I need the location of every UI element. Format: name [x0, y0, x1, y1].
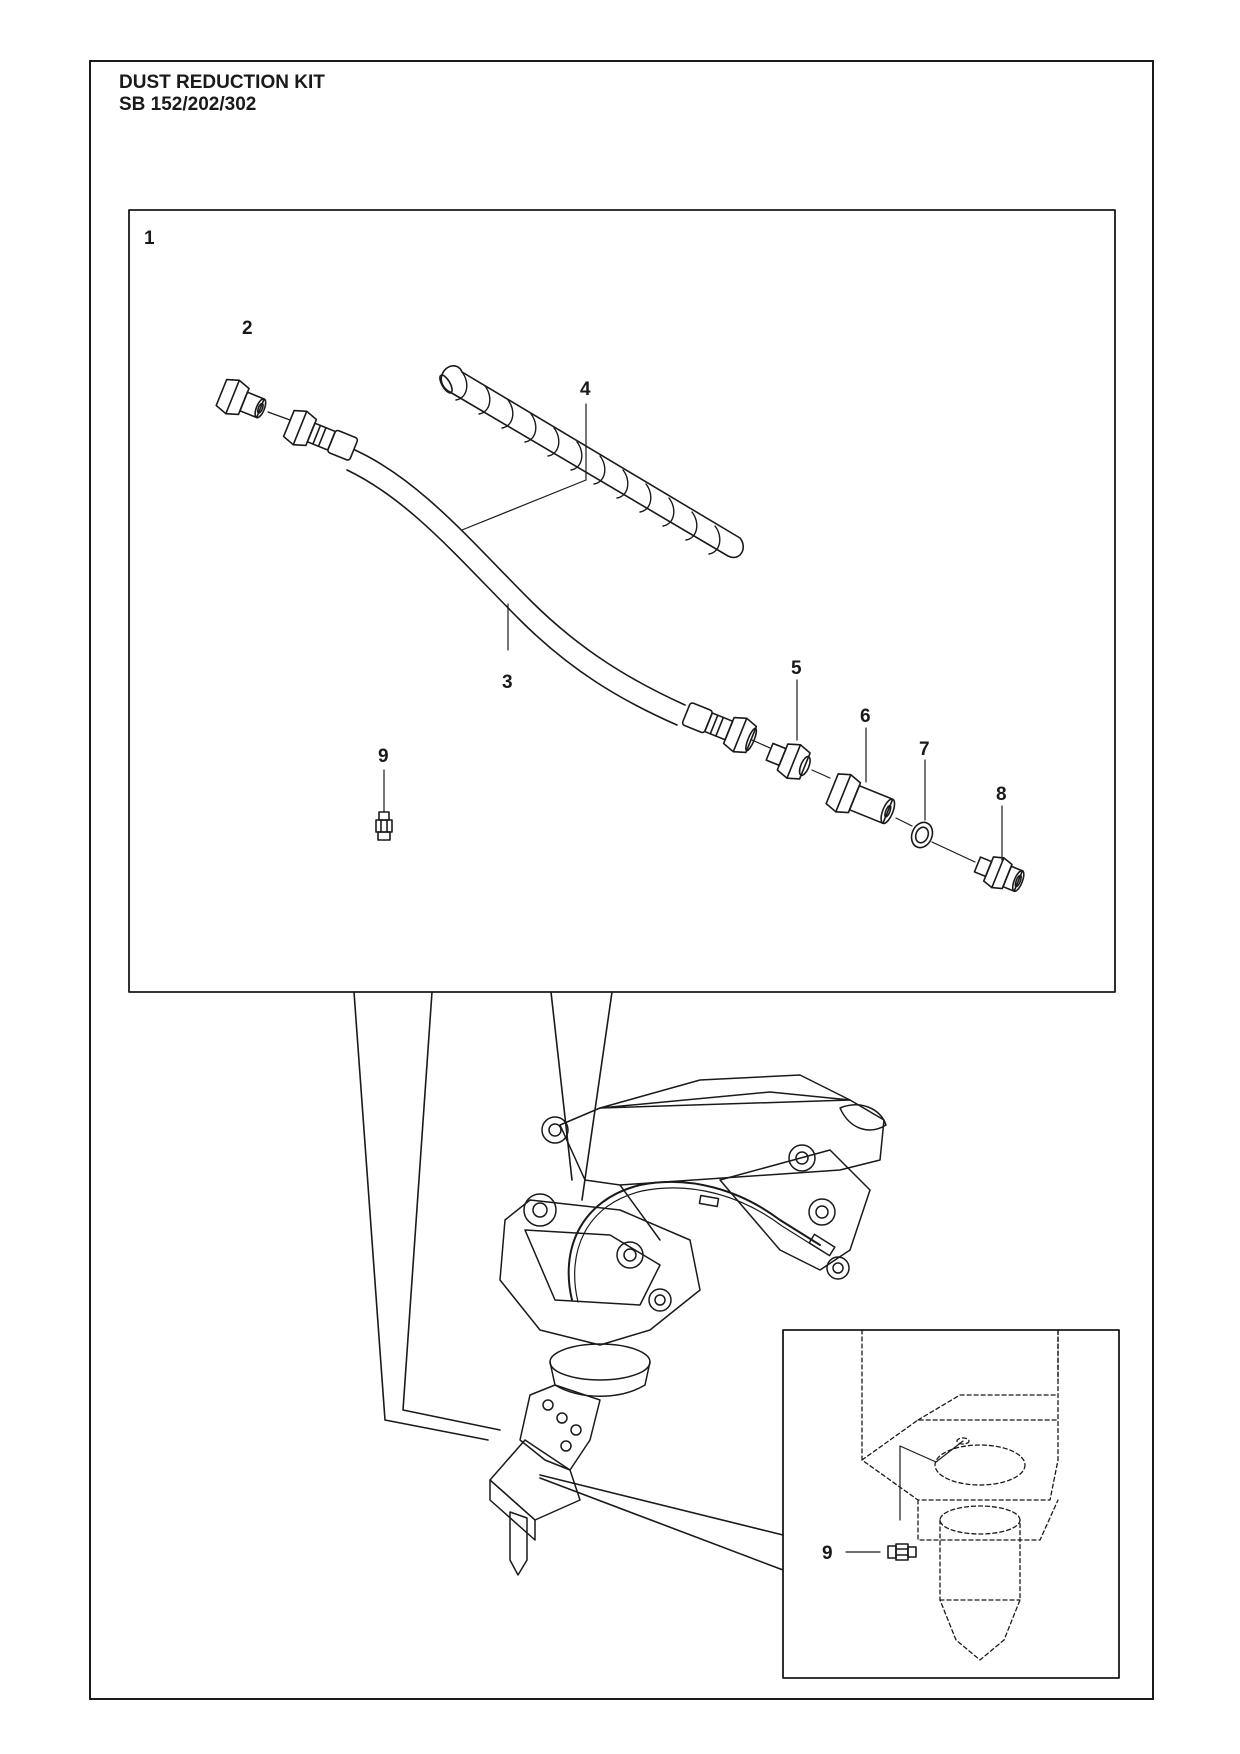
- model-numbers: SB 152/202/302: [119, 94, 257, 115]
- callout-3-hose: 3: [502, 672, 513, 693]
- nozzle-part: [973, 856, 1025, 893]
- kit-exploded-box: [128, 209, 1116, 993]
- axis-line-7: [895, 817, 913, 827]
- spiral-guard-part: [439, 365, 744, 559]
- grease-nipple-detail-part: [887, 1543, 917, 1561]
- callout-1-kit: 1: [144, 228, 155, 249]
- leader-line-4-to-hose: [461, 479, 587, 531]
- kit-title: DUST REDUCTION KIT: [119, 72, 325, 93]
- seal-ring-part: [910, 821, 934, 849]
- axis-line-5: [751, 739, 771, 749]
- hose-part: [282, 409, 758, 754]
- detail-breaker-end: [861, 1329, 1059, 1661]
- callout-6-coupling: 6: [860, 706, 871, 727]
- callout-4-spiral-guard: 4: [580, 379, 591, 400]
- zoom-leader-lines: [353, 991, 613, 1441]
- axis-line-2: [267, 411, 291, 421]
- grease-nipple-part: [375, 811, 393, 841]
- axis-line-6: [811, 769, 831, 779]
- detail-leader-9: [899, 1440, 964, 1521]
- callout-9-detail: 9: [822, 1543, 833, 1564]
- coupling-part: [825, 773, 896, 825]
- callout-7-seal-ring: 7: [919, 739, 930, 760]
- inlet-fitting-part: [215, 378, 267, 419]
- callout-2-inlet-fitting: 2: [242, 318, 253, 339]
- callout-8-nozzle: 8: [996, 784, 1007, 805]
- nipple-part: [765, 742, 811, 780]
- axis-line-8: [931, 841, 976, 863]
- callout-9-grease-nipple: 9: [378, 746, 389, 767]
- callout-5-nipple: 5: [791, 658, 802, 679]
- page-frame: [89, 60, 1154, 1700]
- detail-leader-lines: [539, 1474, 784, 1571]
- page-title: DUST REDUCTION KIT SB 152/202/302: [119, 72, 325, 116]
- detail-box: [782, 1329, 1120, 1679]
- breaker-machine: [489, 1074, 887, 1576]
